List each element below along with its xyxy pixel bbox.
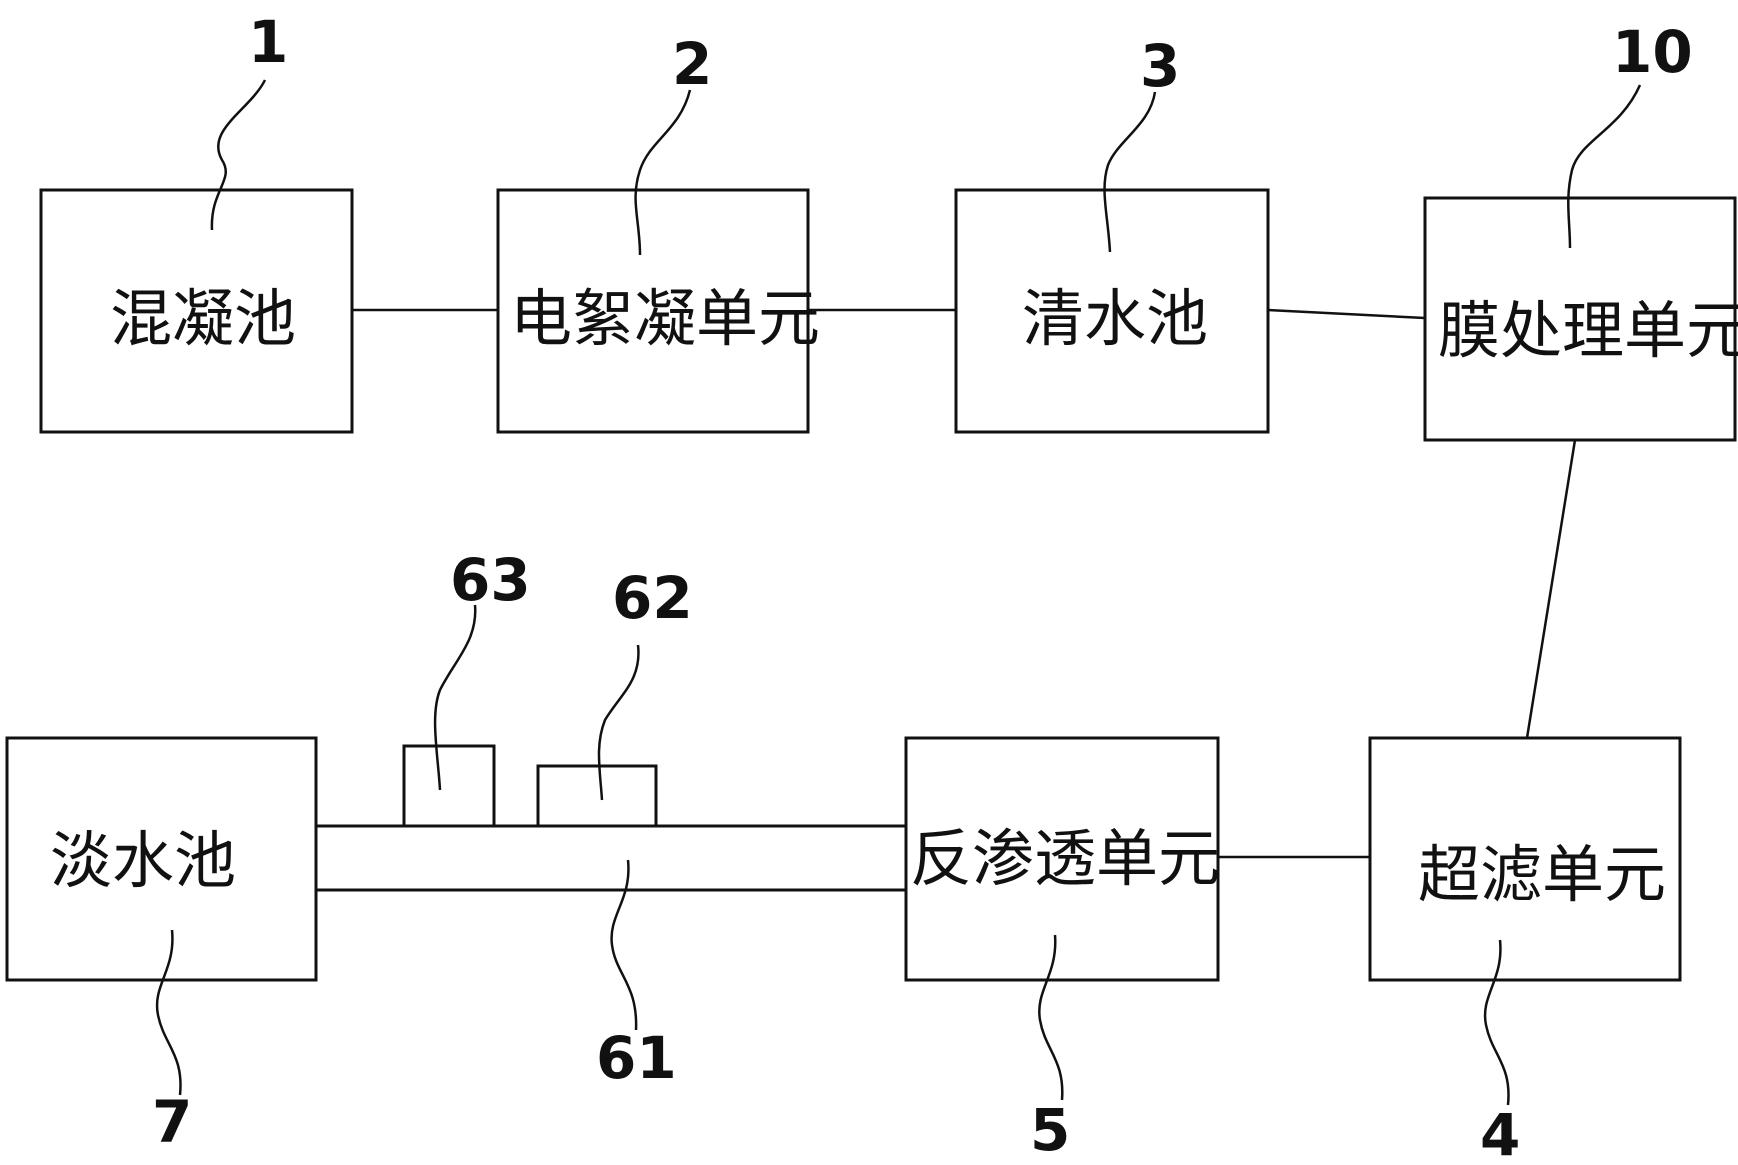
ref-62: 62 xyxy=(612,564,693,632)
leader-10 xyxy=(1567,84,1642,249)
leader-62 xyxy=(597,644,640,801)
label-reverse-osmosis: 反渗透单元 xyxy=(910,822,1220,895)
block-ultrafiltration xyxy=(1368,736,1682,982)
label-clear-water-tank: 清水池 xyxy=(1022,282,1208,355)
connector-10-4 xyxy=(1525,439,1577,739)
block-clear-water-tank xyxy=(954,188,1270,434)
block-mixing-tank xyxy=(39,188,354,434)
label-ultrafiltration: 超滤单元 xyxy=(1418,838,1666,911)
ref-1: 1 xyxy=(248,8,288,76)
ref-63: 63 xyxy=(450,546,531,614)
block-electro-flocculation xyxy=(496,188,810,434)
leader-61 xyxy=(610,859,638,1031)
label-mixing-tank: 混凝池 xyxy=(110,282,296,355)
block-fresh-water-tank xyxy=(5,736,318,982)
leader-63 xyxy=(433,604,477,791)
leader-2 xyxy=(634,89,692,256)
leader-1 xyxy=(210,79,267,231)
block-reverse-osmosis xyxy=(904,736,1220,982)
component-63 xyxy=(402,744,496,828)
leader-3 xyxy=(1103,91,1157,253)
pipe-61 xyxy=(314,824,908,892)
label-fresh-water-tank: 淡水池 xyxy=(50,824,236,897)
label-membrane-unit: 膜处理单元 xyxy=(1438,294,1738,367)
connector-3-10 xyxy=(1267,308,1426,320)
ref-61: 61 xyxy=(596,1024,677,1092)
ref-2: 2 xyxy=(672,30,712,98)
leader-4 xyxy=(1483,939,1510,1106)
ref-4: 4 xyxy=(1480,1101,1520,1165)
ref-7: 7 xyxy=(152,1088,192,1156)
ref-3: 3 xyxy=(1140,32,1180,100)
component-62 xyxy=(536,764,658,828)
ref-10: 10 xyxy=(1612,18,1693,86)
label-electro-flocculation: 电絮凝单元 xyxy=(510,282,820,355)
leader-5 xyxy=(1038,934,1064,1101)
leader-7 xyxy=(155,929,182,1096)
block-membrane-unit xyxy=(1423,196,1737,442)
ref-5: 5 xyxy=(1030,1096,1070,1164)
